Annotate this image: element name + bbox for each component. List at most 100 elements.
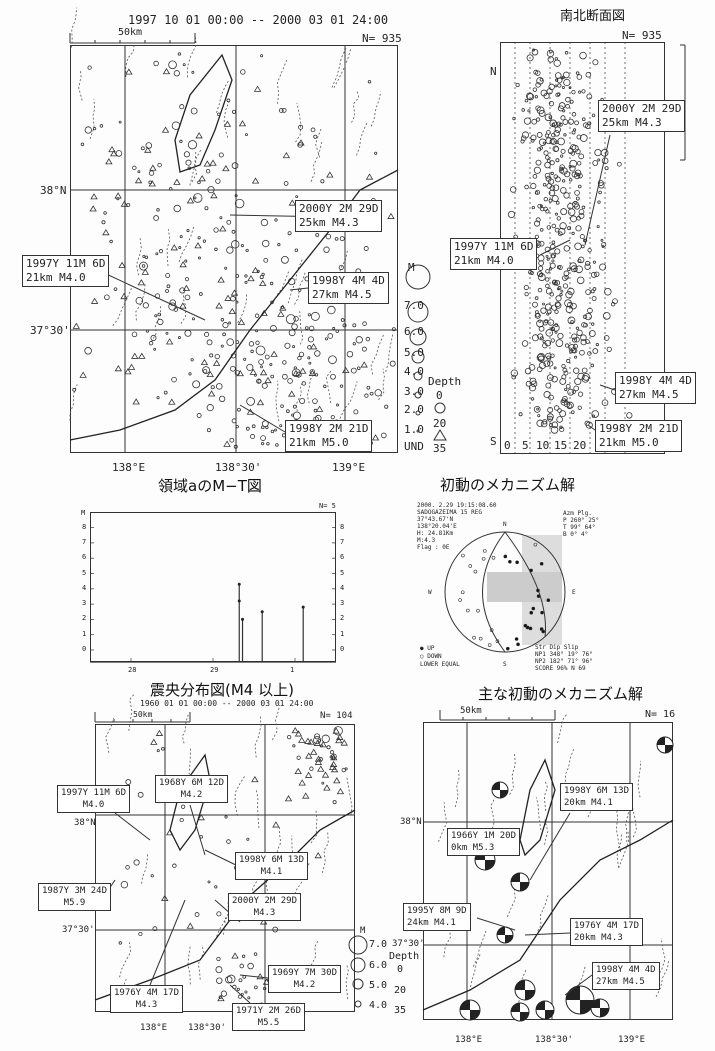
epicenter-map-main <box>70 45 398 453</box>
y-tick-label: 6 <box>82 553 87 562</box>
legend-m-value: 2.0 <box>404 403 424 416</box>
up-polarity-dot <box>536 594 541 598</box>
lat-label: 38°N <box>74 818 96 828</box>
y-tick-label: 7 <box>340 537 345 546</box>
up-polarity-dot <box>539 561 544 566</box>
legend-m-value: UND <box>404 440 424 453</box>
legend-depth-value: 35 <box>394 1005 407 1016</box>
up-polarity-dot <box>516 642 520 647</box>
nodal-plane-1 <box>482 531 506 653</box>
up-polarity-dot <box>503 554 508 559</box>
mechanism-text: N <box>503 521 507 528</box>
legend-depth-triangle <box>433 429 447 441</box>
down-polarity-dot <box>460 590 465 595</box>
t-axis-shade <box>487 572 562 602</box>
mechanism-text: SADOGAZEIMA 15 REG <box>417 509 483 516</box>
up-polarity-dot <box>505 646 510 651</box>
mechanism-text: H: 24.81Km <box>417 530 454 537</box>
legend-m-value: 1.0 <box>404 423 424 436</box>
y-tick-label: 0 <box>82 645 87 653</box>
down-polarity-dot <box>468 564 473 568</box>
down-polarity-dot <box>533 542 538 547</box>
mechanism-text: 37°43.67'N <box>417 516 454 523</box>
x-tick-label: 29 <box>210 666 219 674</box>
lat-label: 38°N <box>400 817 422 827</box>
depth-tick: 0 <box>504 439 511 452</box>
mechanism-text: Azm Plg. <box>563 510 592 517</box>
scale-label: 50km <box>133 710 153 719</box>
legend-magnitude-circle <box>354 1000 362 1008</box>
lon-label: 138°30' <box>535 1035 573 1045</box>
legend-depth-title: Depth <box>389 951 420 962</box>
y-axis-label: M <box>81 509 86 517</box>
mt-chart-frame <box>90 512 336 662</box>
legend-m-value: 7.0 <box>404 299 424 312</box>
y-tick-label: 1 <box>82 629 87 638</box>
up-polarity-dot <box>531 606 536 611</box>
y-tick-label: 1 <box>340 629 345 638</box>
mechanism-text: 138°20.04'E <box>417 523 457 530</box>
lon-label: 138°30' <box>188 1023 226 1033</box>
lon-label: 139°E <box>618 1035 646 1045</box>
legend-depth-value: 0 <box>397 964 404 975</box>
y-tick-label: 8 <box>340 522 345 531</box>
y-tick-label: 4 <box>340 583 345 592</box>
lon-label: 138°30' <box>215 461 262 474</box>
y-tick-label: 0 <box>340 645 345 653</box>
down-polarity-dot <box>489 628 494 632</box>
up-polarity-dot <box>536 588 540 593</box>
count-label: N= 935 <box>362 32 402 45</box>
legend-m-value: 6.0 <box>404 325 424 338</box>
y-tick-label: 5 <box>340 568 345 577</box>
lat-label: 37°30' <box>62 925 95 935</box>
legend-depth-value: 20 <box>433 417 447 430</box>
up-polarity-dot <box>523 623 528 628</box>
mechanism-text: S <box>503 661 507 668</box>
legend-depth-title: Depth <box>428 375 462 388</box>
y-tick-label: 3 <box>340 599 345 608</box>
y-tick-label: 3 <box>82 599 87 608</box>
count-label: N= 16 <box>645 709 676 720</box>
y-tick-label: 2 <box>82 614 87 623</box>
up-polarity-dot <box>508 559 512 564</box>
lat-label: 37°30' <box>392 939 425 949</box>
legend-m-value: 3.0 <box>404 385 424 398</box>
m4-map-title: 震央分布図(M4 以上) <box>150 681 294 699</box>
up-polarity-dot <box>541 629 546 634</box>
scale-label: 50km <box>460 706 482 716</box>
mechanism-text: 2000. 2.29 19:15:08.60 <box>417 502 497 509</box>
mechanism-text: Flag : 0E <box>417 544 450 551</box>
y-tick-label: 2 <box>340 614 345 623</box>
legend-depth-value: 0 <box>436 389 443 402</box>
down-polarity-dot <box>491 556 496 560</box>
north-label: N <box>490 65 497 78</box>
lon-label: 138°E <box>112 461 146 474</box>
period-label: 1960 01 01 00:00 -- 2000 03 01 24:00 <box>140 699 314 708</box>
scale-label: 50km <box>118 27 143 38</box>
mechanism-text: P 260° 25° <box>563 517 600 524</box>
up-polarity-dot <box>539 627 544 631</box>
legend-m-value: 6.0 <box>369 960 388 971</box>
up-polarity-dot <box>514 637 519 641</box>
down-polarity-dot <box>476 608 480 613</box>
y-tick-label: 5 <box>82 568 87 577</box>
depth-tick: 20 <box>573 439 587 452</box>
down-polarity-dot <box>487 643 492 647</box>
y-tick-label: 8 <box>82 522 87 531</box>
up-polarity-dot <box>525 625 530 630</box>
mechanism-text: M:4.3 <box>417 537 436 544</box>
